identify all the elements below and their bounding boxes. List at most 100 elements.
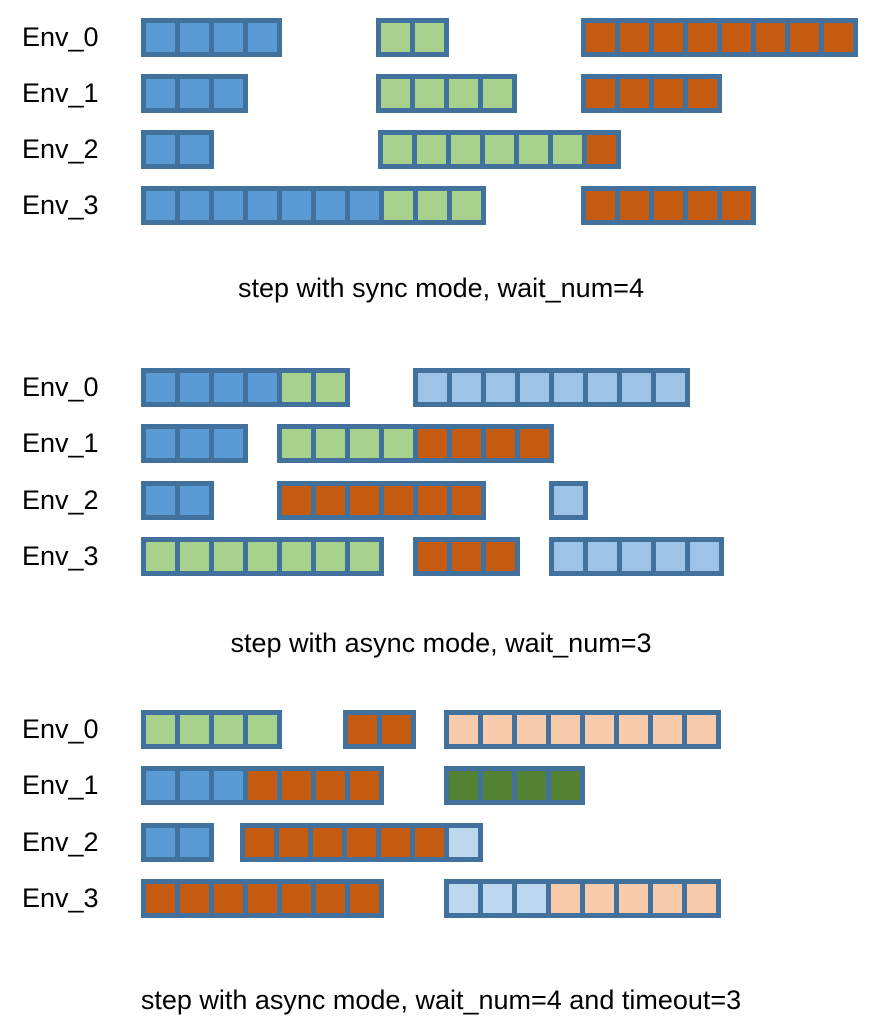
green-step-cell [446, 135, 480, 164]
cell-block [413, 368, 690, 407]
lightblue-step-cell [418, 373, 447, 402]
paleblue-step-cell [444, 828, 478, 857]
lightblue-step-cell [583, 373, 617, 402]
env-label: Env_3 [22, 883, 99, 913]
env-label: Env_0 [22, 22, 99, 52]
orange-step-cell [413, 486, 447, 515]
env-label: Env_1 [22, 428, 99, 458]
darkgreen-step-cell [546, 771, 580, 800]
orange-step-cell [785, 23, 819, 52]
orange-step-cell [376, 828, 410, 857]
paleblue-step-cell [512, 884, 546, 913]
peach-step-cell [682, 715, 716, 744]
peach-step-cell [614, 715, 648, 744]
green-step-cell [175, 715, 209, 744]
cell-block [141, 710, 282, 749]
blue-step-cell [146, 191, 175, 220]
peach-step-cell [580, 715, 614, 744]
panel-caption-async-timeout: step with async mode, wait_num=4 and tim… [140, 985, 742, 1015]
blue-step-cell [175, 429, 209, 458]
green-step-cell [514, 135, 548, 164]
orange-step-cell [209, 884, 243, 913]
cell-block [141, 879, 384, 918]
blue-step-cell [175, 191, 209, 220]
green-step-cell [410, 79, 444, 108]
green-step-cell [345, 429, 379, 458]
blue-step-cell [146, 486, 175, 515]
green-step-cell [381, 23, 410, 52]
blue-step-cell [209, 771, 243, 800]
env-label: Env_2 [22, 134, 99, 164]
green-step-cell [146, 715, 175, 744]
green-step-cell [383, 135, 412, 164]
green-step-cell [478, 79, 512, 108]
green-step-cell [379, 191, 413, 220]
panel-caption-async-wait3: step with async mode, wait_num=3 [230, 628, 652, 658]
lightblue-step-cell [481, 373, 515, 402]
peach-step-cell [546, 884, 580, 913]
cell-block [141, 130, 214, 169]
orange-step-cell [683, 79, 717, 108]
orange-step-cell [377, 715, 411, 744]
darkgreen-step-cell [449, 771, 478, 800]
orange-step-cell [683, 191, 717, 220]
cell-block [378, 130, 621, 169]
green-step-cell [209, 542, 243, 571]
orange-step-cell [345, 486, 379, 515]
orange-step-cell [515, 429, 549, 458]
green-step-cell [277, 373, 311, 402]
lightblue-step-cell [685, 542, 719, 571]
green-step-cell [243, 715, 277, 744]
cell-block [376, 74, 517, 113]
orange-step-cell [345, 771, 379, 800]
orange-step-cell [447, 542, 481, 571]
green-step-cell [480, 135, 514, 164]
orange-step-cell [649, 79, 683, 108]
green-step-cell [243, 542, 277, 571]
orange-step-cell [649, 191, 683, 220]
green-step-cell [345, 542, 379, 571]
lightblue-step-cell [583, 542, 617, 571]
cell-block [549, 481, 588, 520]
green-step-cell [548, 135, 582, 164]
lightblue-step-cell [651, 542, 685, 571]
cell-block [240, 823, 483, 862]
blue-step-cell [277, 191, 311, 220]
blue-step-cell [209, 429, 243, 458]
orange-step-cell [245, 828, 274, 857]
orange-step-cell [819, 23, 853, 52]
cell-block [141, 766, 384, 805]
blue-step-cell [175, 135, 209, 164]
cell-block [277, 424, 554, 463]
orange-step-cell [277, 771, 311, 800]
blue-step-cell [146, 771, 175, 800]
cell-block [141, 537, 384, 576]
peach-step-cell [648, 884, 682, 913]
orange-step-cell [277, 884, 311, 913]
orange-step-cell [274, 828, 308, 857]
env-label: Env_1 [22, 770, 99, 800]
blue-step-cell [146, 23, 175, 52]
orange-step-cell [649, 23, 683, 52]
orange-step-cell [342, 828, 376, 857]
cell-block [141, 74, 248, 113]
orange-step-cell [615, 191, 649, 220]
lightblue-step-cell [447, 373, 481, 402]
green-step-cell [277, 542, 311, 571]
blue-step-cell [146, 135, 175, 164]
orange-step-cell [615, 23, 649, 52]
green-step-cell [209, 715, 243, 744]
orange-step-cell [418, 542, 447, 571]
green-step-cell [311, 429, 345, 458]
panel-caption-sync: step with sync mode, wait_num=4 [238, 273, 644, 303]
blue-step-cell [175, 79, 209, 108]
orange-step-cell [243, 884, 277, 913]
peach-step-cell [546, 715, 580, 744]
lightblue-step-cell [554, 486, 583, 515]
env-label: Env_0 [22, 372, 99, 402]
blue-step-cell [209, 79, 243, 108]
orange-step-cell [311, 884, 345, 913]
cell-block [141, 186, 486, 225]
cell-block [581, 186, 756, 225]
